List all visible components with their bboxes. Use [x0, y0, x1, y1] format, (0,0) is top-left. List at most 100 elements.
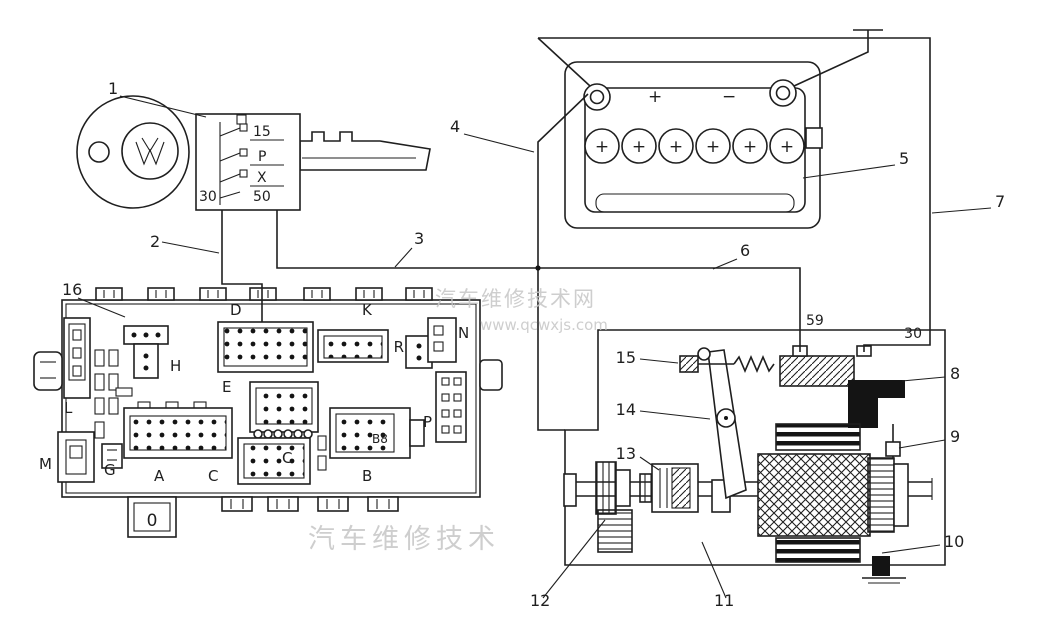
armature: [757, 453, 871, 537]
battery: + − + + + + + +: [564, 61, 823, 229]
label-A: A: [154, 467, 165, 485]
watermark-line3: 汽车维修技术: [308, 524, 500, 555]
callout-5-text: 5: [899, 149, 909, 168]
callout-3-text: 3: [414, 229, 424, 248]
label-B8: B8: [372, 432, 388, 446]
callout-4-text: 4: [450, 117, 460, 136]
callout-8: 8: [901, 364, 960, 383]
battery-plus-sign: +: [648, 87, 662, 107]
key-emblem-v: [141, 137, 159, 153]
callout-5: 5: [802, 149, 909, 179]
field-winding-top: [775, 423, 861, 451]
field-winding-bottom: [775, 537, 861, 563]
fusebox-top-tabs: [95, 287, 433, 301]
battery-cell-cap: +: [632, 137, 646, 157]
callout-6-text: 6: [740, 241, 750, 260]
callout-11: 11: [701, 541, 734, 610]
end-bearing: [893, 463, 909, 527]
battery-cells: + + + + + +: [584, 128, 805, 164]
label-M: M: [39, 455, 52, 473]
engagement-lever: [697, 347, 747, 500]
connector-K: [317, 329, 389, 363]
socket-0: 0: [127, 496, 177, 538]
callout-1: 1: [108, 79, 207, 118]
callout-7-text: 7: [995, 192, 1005, 211]
fuse-relay-box: 0 D K N R H E L M G A C C B B8 P: [33, 287, 503, 538]
callout-15-text: 15: [616, 348, 636, 367]
callout-16: 16: [62, 280, 126, 318]
callout-10: 10: [881, 532, 964, 554]
label-C: C: [208, 467, 218, 485]
battery-cell-cap: +: [780, 137, 794, 157]
fusebox-left-plug: [33, 351, 63, 391]
callout-16-text: 16: [62, 280, 82, 299]
pinion-gear: [595, 461, 617, 515]
battery-side-tab: [805, 127, 823, 149]
connector-B: [329, 407, 425, 459]
terminal-15-label: 15: [253, 124, 271, 140]
callout-12-text: 12: [530, 591, 550, 610]
terminal-30-label: 30: [199, 189, 217, 205]
label-R: R: [394, 338, 404, 356]
lever-top-roller: [697, 347, 711, 361]
label-B: B: [362, 467, 372, 485]
label-C2: C: [282, 449, 292, 467]
label-E: E: [222, 378, 231, 396]
wire-battery-to-solenoid-30: [538, 37, 931, 352]
connector-M: [57, 431, 95, 483]
callout-14-text: 14: [616, 400, 636, 419]
socket-0-label: 0: [147, 511, 158, 531]
callout-7: 7: [931, 192, 1005, 214]
ignition-key: [76, 95, 431, 209]
fuse-elements: [94, 349, 327, 471]
callout-9: 9: [898, 427, 960, 449]
battery-cell-cap: +: [706, 137, 720, 157]
watermark-line2: www.qcwxjs.com: [480, 316, 608, 334]
callout-11-text: 11: [714, 591, 734, 610]
solenoid-contact-block: [848, 380, 905, 428]
callout-9-text: 9: [950, 427, 960, 446]
connector-H: [123, 325, 169, 379]
commutator: [867, 457, 895, 533]
wiring: [221, 29, 931, 431]
connector-G: [101, 443, 123, 469]
callout-13-text: 13: [616, 444, 636, 463]
callout-14: 14: [616, 400, 711, 420]
switch-contacts: [219, 123, 248, 199]
label-D: D: [230, 301, 242, 319]
connector-A: [123, 401, 233, 459]
fusebox-right-plug: [479, 359, 503, 391]
connector-N: [427, 317, 457, 363]
battery-cell-cap: +: [669, 137, 683, 157]
connector-E: [217, 321, 314, 373]
shaft-end-cap: [563, 473, 577, 507]
starter-terminal-30-label: 30: [904, 326, 922, 342]
fusebox-bottom-tabs: [221, 496, 399, 512]
label-K: K: [362, 301, 373, 319]
solenoid: [779, 345, 905, 458]
key-blade: [299, 131, 431, 171]
wire-switch-to-fusebox: [221, 210, 263, 322]
callout-8-text: 8: [950, 364, 960, 383]
ground-symbol: [793, 29, 883, 87]
starter-motor: 59 30: [563, 313, 946, 584]
battery-cell-cap: +: [595, 137, 609, 157]
terminal-X-label: X: [257, 170, 267, 186]
label-N: N: [458, 324, 469, 342]
brush-holder: [885, 441, 901, 457]
terminal-50-label: 50: [253, 189, 271, 205]
callout-15: 15: [616, 348, 679, 367]
callout-2-text: 2: [150, 232, 160, 251]
battery-cell-cap: +: [743, 137, 757, 157]
label-P: P: [423, 413, 432, 431]
connector-C-lower: [237, 437, 311, 485]
connector-C-upper: [249, 381, 319, 439]
callout-13: 13: [616, 444, 660, 471]
label-L: L: [64, 399, 73, 417]
motor-body: [757, 423, 933, 563]
callout-1-text: 1: [108, 79, 118, 98]
watermark-line1: 汽车维修技术网: [435, 287, 596, 311]
callout-6: 6: [712, 241, 750, 270]
mount-bracket: [862, 556, 906, 584]
